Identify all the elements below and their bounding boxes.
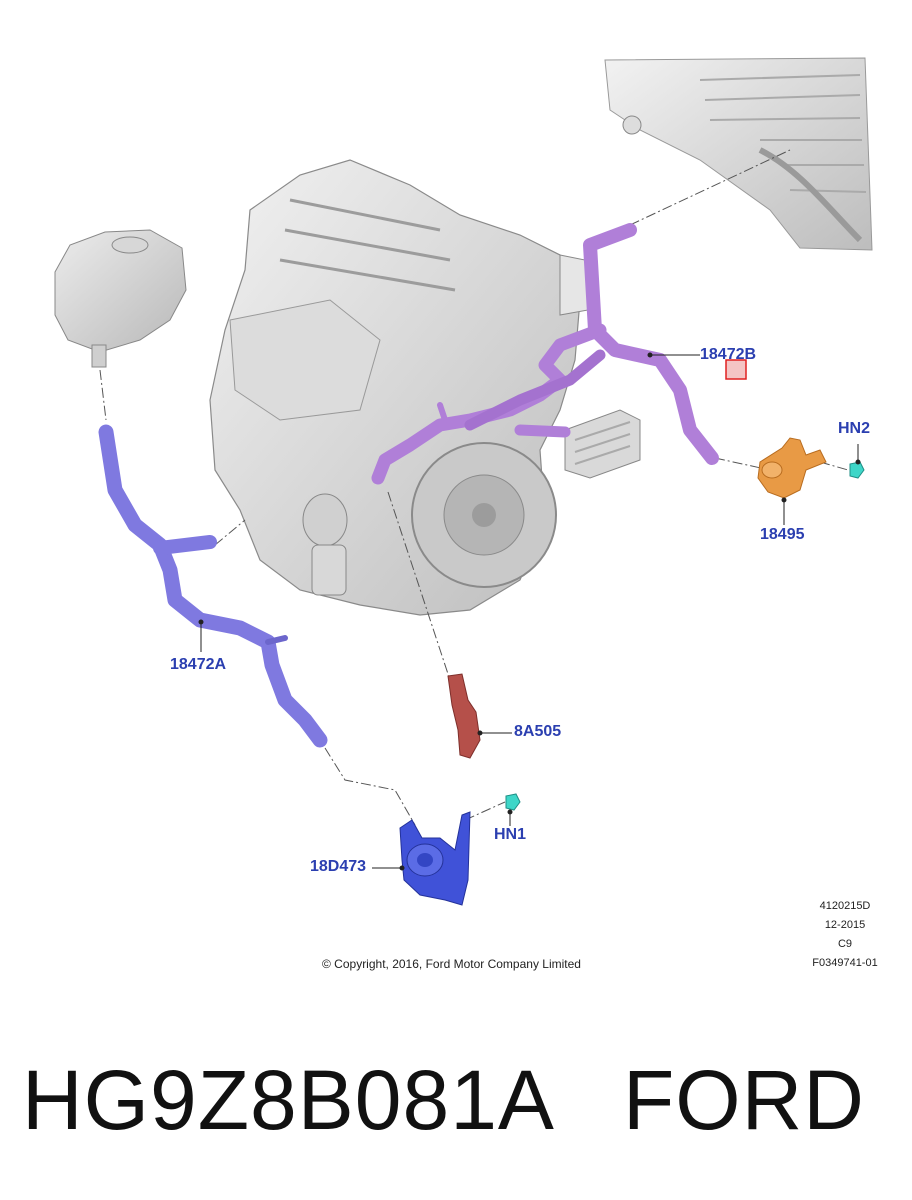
- callout-8A505: 8A505: [514, 723, 562, 740]
- callout-18D473: 18D473: [310, 858, 367, 875]
- meta-line: 4120215D: [819, 900, 871, 912]
- callout-18472B: 18472B: [700, 346, 757, 363]
- callout-18495: 18495: [760, 526, 805, 543]
- meta-line: 12-2015: [824, 919, 866, 931]
- pump-18D473: [399, 811, 471, 906]
- hvac-heater-core: [604, 57, 873, 251]
- callout-leaders: [198, 352, 861, 871]
- oil-cooler: [564, 409, 641, 479]
- leader-lines: [99, 149, 849, 826]
- engine-assembly: [209, 159, 589, 616]
- parts-diagram: [54, 57, 873, 906]
- tube-8A505: [447, 673, 481, 759]
- coolant-expansion-tank: [54, 229, 187, 368]
- nut-HN1: [505, 793, 521, 811]
- meta-line: F0349741-01: [812, 957, 878, 969]
- callout-HN2: HN2: [838, 420, 871, 437]
- part-number: HG9Z8B081A: [22, 1053, 555, 1147]
- callout-18472A: 18472A: [170, 656, 227, 673]
- meta-line: C9: [837, 938, 853, 950]
- brand-name: FORD: [623, 1053, 865, 1147]
- copyright-notice: © Copyright, 2016, Ford Motor Company Li…: [322, 957, 581, 971]
- highlight-box: [725, 359, 747, 380]
- callout-HN1: HN1: [494, 826, 527, 843]
- thermostat-housing-18495: [757, 437, 827, 499]
- hose-18472B: [371, 223, 719, 485]
- nut-HN2: [849, 461, 865, 479]
- diagram-meta: 4120215D 12-2015 C9 F0349741-01: [800, 897, 890, 973]
